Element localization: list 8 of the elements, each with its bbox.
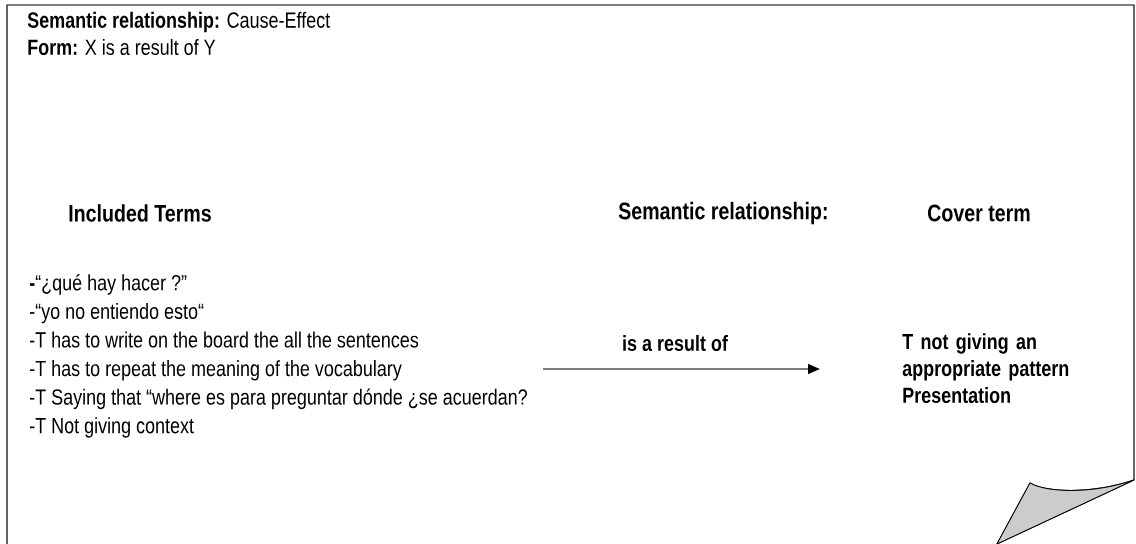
cover-term-text: T not giving an appropriate pattern Presentation	[902, 333, 1069, 404]
edge-label: is a result of	[621, 333, 729, 353]
header-line: Form: X is a result of Y	[28, 38, 216, 56]
column-heading: Cover term	[928, 204, 1030, 222]
column-heading: Semantic relationship:	[618, 201, 827, 225]
column-heading: Included Terms	[69, 204, 211, 222]
header-line: Semantic relationship: Cause-Effect	[27, 11, 331, 33]
term-list: -“¿qué hay hacer ?” -“yo no entiendo esto“ -T has to write on the board the all the sentences -T has to repeat the meaning of the vocabulary -T Saying that “where es para preguntar dónde ¿se acuerdan? -T Not giving context	[29, 274, 527, 438]
